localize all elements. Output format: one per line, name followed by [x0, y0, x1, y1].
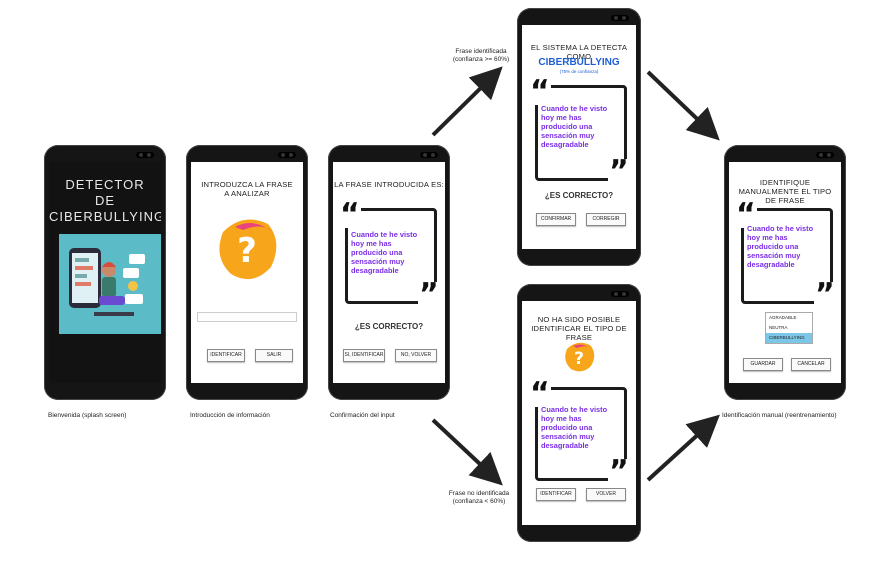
quote-open-icon: “ — [529, 376, 551, 411]
quote-text: Cuando te he visto hoy me has producido … — [351, 230, 418, 275]
cyberbullying-illustration — [59, 234, 161, 334]
no-back-button[interactable]: NO, VOLVER — [395, 349, 437, 362]
arrow-not-identified — [431, 418, 503, 486]
confirm-screen: LA FRASE INTRODUCIDA ES: “ ” Cuando te h… — [333, 162, 445, 383]
arrow-label-not-identified: Frase no identificada (confianza < 60%) — [448, 490, 510, 505]
not-identified-title: NO HA SIDO POSIBLE IDENTIFICAR EL TIPO D… — [531, 315, 627, 342]
identify-button[interactable]: IDENTIFICAR — [536, 488, 576, 501]
quote-box — [535, 85, 627, 181]
option-agradable[interactable]: AGRADABLE — [769, 315, 797, 320]
detected-confidence: (75% de confianza) — [559, 69, 599, 74]
question-mark-icon: ? — [565, 342, 595, 372]
camera-icon — [278, 152, 296, 158]
splash-title-line1: DETECTOR — [65, 177, 145, 192]
svg-text:?: ? — [574, 349, 584, 369]
splash-title-line3: CIBERBULLYING — [49, 209, 161, 224]
phrase-type-select[interactable]: AGRADABLE NEUTRA CIBERBULLYING — [765, 312, 813, 344]
yes-identify-button[interactable]: SI, IDENTIFICAR — [343, 349, 385, 362]
caption-intro: Introducción de información — [190, 412, 270, 419]
quote-close-icon: ” — [608, 154, 630, 189]
quote-close-icon: ” — [418, 277, 440, 312]
phone-confirm: LA FRASE INTRODUCIDA ES: “ ” Cuando te h… — [328, 145, 450, 400]
quote-text: Cuando te he visto hoy me has producido … — [747, 224, 814, 269]
quote-box — [535, 387, 627, 481]
quote-box — [741, 208, 833, 304]
identify-button[interactable]: IDENTIFICAR — [207, 349, 245, 362]
arrow-detected-to-manual — [646, 70, 720, 141]
phrase-input[interactable] — [197, 312, 297, 322]
confirm-button[interactable]: CONFIRMAR — [536, 213, 576, 226]
not-identified-screen: NO HA SIDO POSIBLE IDENTIFICAR EL TIPO D… — [522, 301, 636, 525]
exit-button[interactable]: SALIR — [255, 349, 293, 362]
cancel-button[interactable]: CANCELAR — [791, 358, 831, 371]
detected-question: ¿ES CORRECTO? — [544, 191, 614, 200]
quote-text: Cuando te he visto hoy me has producido … — [541, 104, 608, 149]
camera-icon — [611, 15, 629, 21]
caption-confirm: Confirmación del input — [330, 412, 395, 419]
detected-label: CIBERBULLYING — [538, 57, 620, 68]
phone-not-identified: NO HA SIDO POSIBLE IDENTIFICAR EL TIPO D… — [517, 284, 641, 542]
arrow-label-identified: Frase identificada (confianza >= 60%) — [452, 48, 510, 63]
svg-text:?: ? — [237, 231, 257, 271]
quote-open-icon: “ — [735, 197, 757, 232]
quote-text: Cuando te he visto hoy me has producido … — [541, 405, 608, 450]
phone-intro: INTRODUZCA LA FRASE A ANALIZAR ? IDENTIF… — [186, 145, 308, 400]
manual-title: IDENTIFIQUE MANUALMENTE EL TIPO DE FRASE — [738, 178, 832, 205]
manual-screen: IDENTIFIQUE MANUALMENTE EL TIPO DE FRASE… — [729, 162, 841, 383]
question-mark-icon: ? — [219, 219, 277, 280]
intro-screen: INTRODUZCA LA FRASE A ANALIZAR ? IDENTIF… — [191, 162, 303, 383]
quote-close-icon: ” — [608, 454, 630, 489]
phone-detected: EL SISTEMA LA DETECTA COMO CIBERBULLYING… — [517, 8, 641, 266]
detected-title: EL SISTEMA LA DETECTA COMO — [530, 43, 628, 61]
option-neutra[interactable]: NEUTRA — [769, 325, 788, 330]
caption-manual: Identificación manual (reentrenamiento) — [722, 412, 837, 419]
camera-icon — [136, 152, 154, 158]
splash-screen: DETECTOR DE CIBERBULLYING — [49, 162, 161, 383]
intro-title: INTRODUZCA LA FRASE A ANALIZAR — [201, 180, 293, 198]
back-button[interactable]: VOLVER — [586, 488, 626, 501]
camera-icon — [611, 291, 629, 297]
quote-box — [345, 208, 437, 304]
detected-screen: EL SISTEMA LA DETECTA COMO CIBERBULLYING… — [522, 25, 636, 249]
camera-icon — [816, 152, 834, 158]
quote-open-icon: “ — [529, 74, 551, 109]
splash-title-line2: DE — [94, 193, 116, 208]
camera-icon — [420, 152, 438, 158]
confirm-title: LA FRASE INTRODUCIDA ES: — [334, 180, 444, 189]
quote-close-icon: ” — [814, 277, 836, 312]
option-ciberbullying[interactable]: CIBERBULLYING — [766, 333, 812, 343]
correct-button[interactable]: CORREGIR — [586, 213, 626, 226]
save-button[interactable]: GUARDAR — [743, 358, 783, 371]
phone-splash: DETECTOR DE CIBERBULLYING — [44, 145, 166, 400]
caption-splash: Bienvenida (splash screen) — [48, 412, 127, 419]
arrow-notid-to-manual — [646, 414, 720, 482]
arrow-identified — [431, 66, 503, 137]
quote-open-icon: “ — [339, 197, 361, 232]
phone-manual: IDENTIFIQUE MANUALMENTE EL TIPO DE FRASE… — [724, 145, 846, 400]
confirm-question: ¿ES CORRECTO? — [354, 322, 424, 331]
